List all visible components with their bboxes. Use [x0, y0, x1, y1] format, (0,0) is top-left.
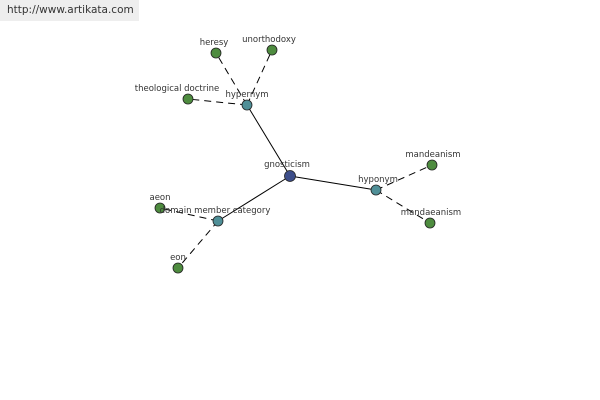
watermark-url: http://www.artikata.com: [0, 0, 139, 21]
node-gnosticism[interactable]: [284, 170, 296, 182]
edge-domain-member-category-to-eon: [177, 220, 219, 269]
edge-hypernym-to-unorthodoxy: [246, 49, 273, 106]
edge-gnosticism-to-hyponym: [289, 175, 377, 191]
node-label-theological-doctrine: theological doctrine: [135, 84, 220, 94]
node-label-mandeanism-1: mandeanism: [405, 150, 460, 160]
edge-hyponym-to-mandaeanism: [375, 189, 431, 224]
node-label-gnosticism: gnosticism: [264, 160, 310, 170]
node-unorthodoxy[interactable]: [266, 44, 278, 56]
edge-domain-member-category-to-aeon: [159, 207, 219, 222]
node-eon[interactable]: [172, 262, 184, 274]
labels-layer: gnosticism hypernym hyponym domain member c…: [135, 35, 461, 263]
node-label-unorthodoxy: unorthodoxy: [242, 35, 296, 45]
edge-hypernym-to-heresy: [215, 52, 248, 106]
node-hypernym[interactable]: [241, 99, 253, 111]
node-label-hypernym: hypernym: [225, 90, 268, 100]
nodes-layer: [154, 44, 438, 274]
node-hyponym[interactable]: [370, 184, 382, 196]
edge-gnosticism-to-domain-member-category: [217, 175, 291, 222]
node-aeon[interactable]: [154, 202, 166, 214]
edge-hypernym-to-theological-doctrine: [187, 98, 248, 106]
edge-gnosticism-to-hypernym: [246, 104, 291, 177]
node-label-aeon: aeon: [149, 193, 170, 203]
node-label-heresy: heresy: [200, 38, 229, 48]
node-theological-doctrine[interactable]: [182, 93, 194, 105]
node-domain-member-category[interactable]: [212, 215, 224, 227]
node-label-hyponym: hyponym: [358, 175, 398, 185]
node-label-eon: eon: [170, 253, 186, 263]
node-label-mandaeanism: mandaeanism: [401, 208, 461, 218]
node-mandeanism-1[interactable]: [426, 159, 438, 171]
edges-layer: [159, 49, 433, 269]
node-heresy[interactable]: [210, 47, 222, 59]
node-label-domain-member-category: domain member category: [160, 206, 271, 216]
node-mandaeanism[interactable]: [424, 217, 436, 229]
edge-hyponym-to-mandeanism-1: [375, 164, 433, 191]
